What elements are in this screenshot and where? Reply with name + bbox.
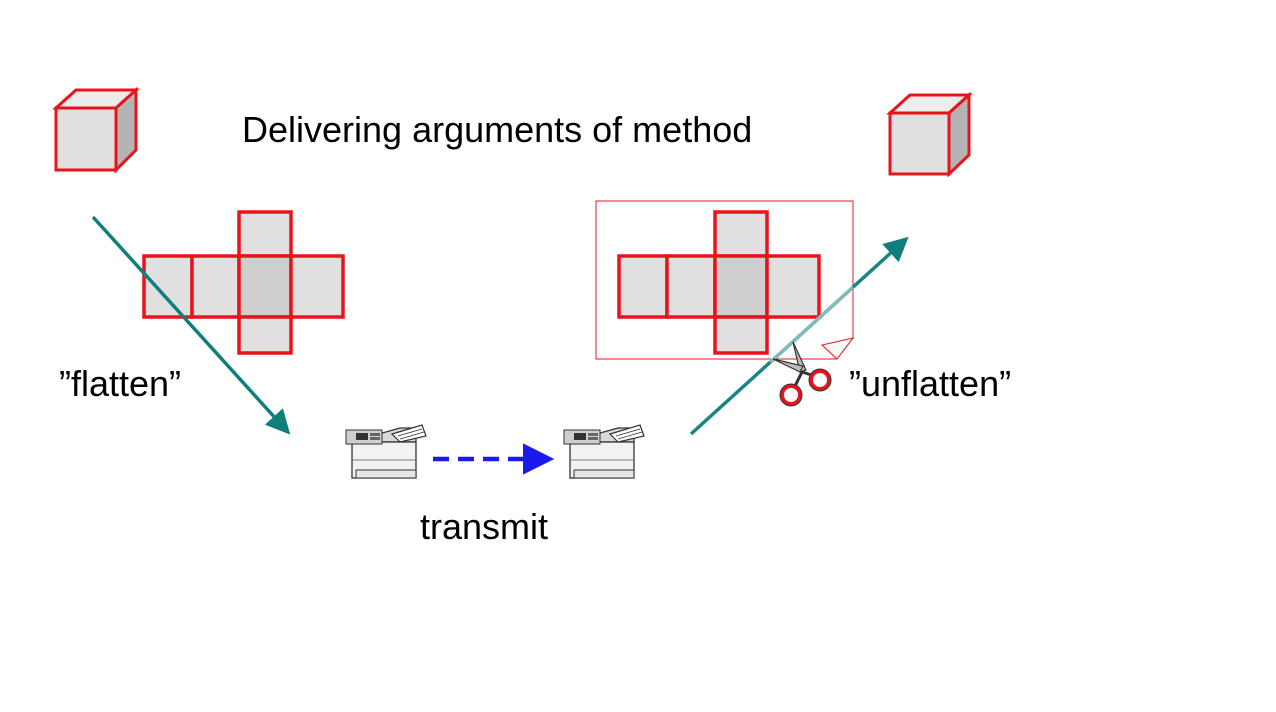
receiver-fax-icon bbox=[563, 424, 645, 479]
unflatten-arrow bbox=[689, 236, 909, 436]
received-cube-net bbox=[617, 210, 821, 355]
result-cube-icon bbox=[886, 91, 973, 178]
flatten-arrow bbox=[91, 215, 291, 435]
slide-title: Delivering arguments of method bbox=[242, 109, 753, 150]
flattened-cube-net bbox=[142, 210, 345, 355]
scissors-icon bbox=[772, 341, 832, 407]
unflatten-label: ”unflatten” bbox=[849, 363, 1012, 404]
flatten-label: ”flatten” bbox=[59, 363, 182, 404]
arrow-highlight bbox=[768, 285, 855, 364]
sender-fax-icon bbox=[345, 424, 427, 479]
source-cube-icon bbox=[52, 86, 140, 174]
transmit-label: transmit bbox=[420, 506, 549, 547]
